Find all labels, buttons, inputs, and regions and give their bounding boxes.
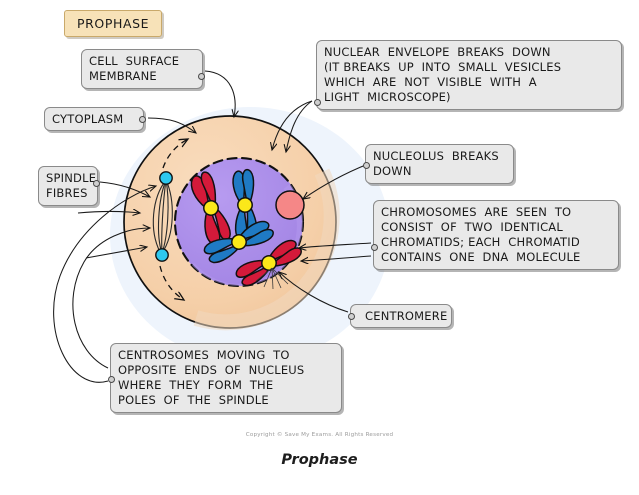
label-line: CELL SURFACE [89,54,180,68]
label-cell-surface-membrane[interactable]: CELL SURFACE MEMBRANE [81,49,205,89]
centromere-dot [203,200,219,216]
connector-nub [371,244,378,251]
label-nuclear-envelope-breaks-down[interactable]: NUCLEAR ENVELOPE BREAKS DOWN (IT BREAKS … [314,40,622,110]
connector-nub [363,162,370,169]
connector-nub [108,376,115,383]
label-spindle-fibres[interactable]: SPINDLE FIBRES [38,166,100,206]
centromere-dot [231,234,247,250]
cell-surface-membrane-shape [123,115,337,329]
connector-nub [93,180,100,187]
label-line: CYTOPLASM [52,112,124,126]
copyright-notice: Copyright © Save My Exams. All Rights Re… [245,432,394,438]
label-nucleolus-breaks-down[interactable]: NUCLEOLUS BREAKS DOWN [363,144,514,184]
phase-title-text: PROPHASE [77,16,150,31]
label-line: CENTROMERE [365,309,448,323]
nucleolus-shape [275,190,305,220]
centrosome-movement-arrows [159,139,188,300]
connector-nub [198,73,205,80]
phase-title-box: PROPHASE [64,10,163,37]
centrosome-bottom [155,248,169,262]
label-line: MEMBRANE [89,69,157,83]
label-line: (IT BREAKS UP INTO SMALL VESICLES [324,60,562,74]
chromosome-blue-lower [203,220,274,264]
spindle-fibres-shape [152,179,173,254]
label-cytoplasm[interactable]: CYTOPLASM [44,107,146,131]
centrosome-top [159,171,173,185]
label-line: CONSIST OF TWO IDENTICAL [381,220,563,234]
label-line: CHROMATIDS; EACH CHROMATID [381,235,580,249]
figure-caption: Prophase [281,452,358,468]
chromosome-red-upper-left [190,171,231,246]
label-centrosomes-moving[interactable]: CENTROSOMES MOVING TO OPPOSITE ENDS OF N… [108,343,342,413]
connector-nub [348,313,355,320]
nucleus-shape [173,156,305,288]
kinetochore-fibres [255,267,289,290]
centromere-dot [261,255,277,271]
label-line: CENTROSOMES MOVING TO [118,348,290,362]
label-centromere[interactable]: CENTROMERE [348,304,452,328]
label-line: SPINDLE [46,171,97,185]
centromere-dot [237,197,253,213]
label-line: POLES OF THE SPINDLE [118,393,269,407]
chromosome-blue-upper [232,168,258,242]
background-tint [110,107,390,363]
label-line: LIGHT MICROSCOPE) [324,90,451,104]
label-line: WHICH ARE NOT VISIBLE WITH A [324,75,537,89]
label-line: DOWN [373,164,412,178]
label-line: OPPOSITE ENDS OF NUCLEUS [118,363,305,377]
label-line: FIBRES [46,186,88,200]
label-line: NUCLEAR ENVELOPE BREAKS DOWN [324,45,551,59]
label-line: CONTAINS ONE DNA MOLECULE [381,250,581,264]
label-line: CHROMOSOMES ARE SEEN TO [381,205,572,219]
label-chromosomes-chromatids[interactable]: CHROMOSOMES ARE SEEN TO CONSIST OF TWO I… [371,200,619,270]
label-line: NUCLEOLUS BREAKS [373,149,499,163]
chromosome-red-lower-right [235,239,302,287]
label-line: WHERE THEY FORM THE [118,378,274,392]
connector-nub [139,116,146,123]
connector-nub [314,99,321,106]
